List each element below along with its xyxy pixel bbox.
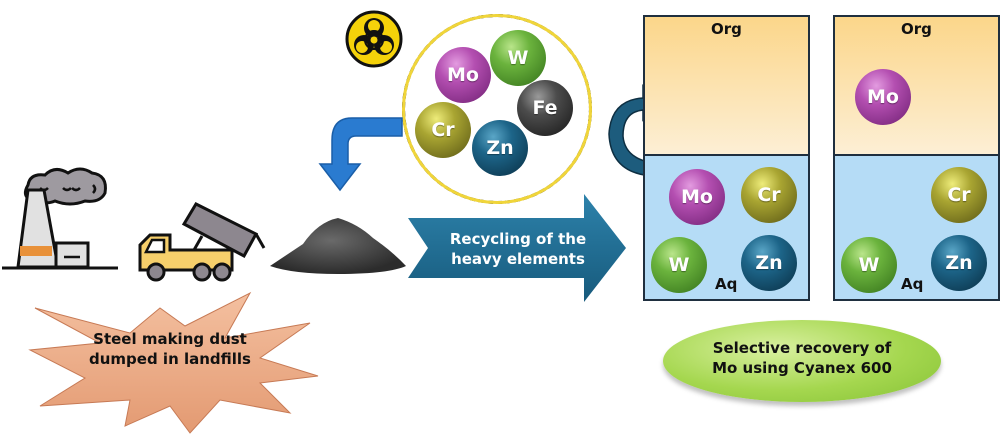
- org-label: Org: [711, 20, 742, 38]
- starburst-shape: [28, 291, 319, 434]
- aq-ball-w: W: [841, 237, 897, 293]
- dump-truck-icon: [138, 202, 266, 282]
- source-caption-line1: Steel making dust: [93, 330, 247, 348]
- bent-arrow-down-icon: [318, 117, 403, 192]
- process-arrow-line2: heavy elements: [451, 249, 585, 268]
- result-caption: Selective recovery of Mo using Cyanex 60…: [663, 339, 941, 378]
- process-arrow-line1: Recycling of the: [449, 230, 587, 248]
- recycling-process-arrow: [408, 194, 626, 302]
- source-caption: Steel making dust dumped in landfills: [70, 330, 270, 369]
- organic-phase: [645, 17, 808, 160]
- aq-ball-w: W: [651, 237, 707, 293]
- result-caption-line2: Mo using Cyanex 600: [712, 358, 892, 377]
- biohazard-icon: [345, 10, 403, 68]
- factory-icon: [2, 167, 118, 270]
- aq-ball-cr: Cr: [741, 167, 797, 223]
- process-arrow-label: Recycling of the heavy elements: [428, 230, 608, 269]
- org-ball-mo: Mo: [855, 69, 911, 125]
- aq-ball-zn: Zn: [741, 235, 797, 291]
- source-caption-line2: dumped in landfills: [89, 349, 251, 368]
- aq-ball-zn: Zn: [931, 235, 987, 291]
- mixture-ball-zn: Zn: [472, 120, 528, 176]
- mixture-ball-mo: Mo: [435, 47, 491, 103]
- mixture-ball-fe: Fe: [517, 80, 573, 136]
- result-ellipse: [663, 320, 941, 402]
- aq-label: Aq: [715, 275, 738, 293]
- dust-pile-image: [270, 218, 406, 274]
- aq-ball-mo: Mo: [669, 169, 725, 225]
- result-caption-line1: Selective recovery of: [712, 339, 892, 357]
- org-label: Org: [901, 20, 932, 38]
- beaker-before-extraction: Org Aq Mo Cr W Zn: [643, 15, 810, 301]
- mixture-ball-w: W: [490, 30, 546, 86]
- aq-label: Aq: [901, 275, 924, 293]
- aq-ball-cr: Cr: [931, 167, 987, 223]
- mixture-ball-cr: Cr: [415, 102, 471, 158]
- beaker-after-extraction: Org Aq Mo Cr W Zn: [833, 15, 1000, 301]
